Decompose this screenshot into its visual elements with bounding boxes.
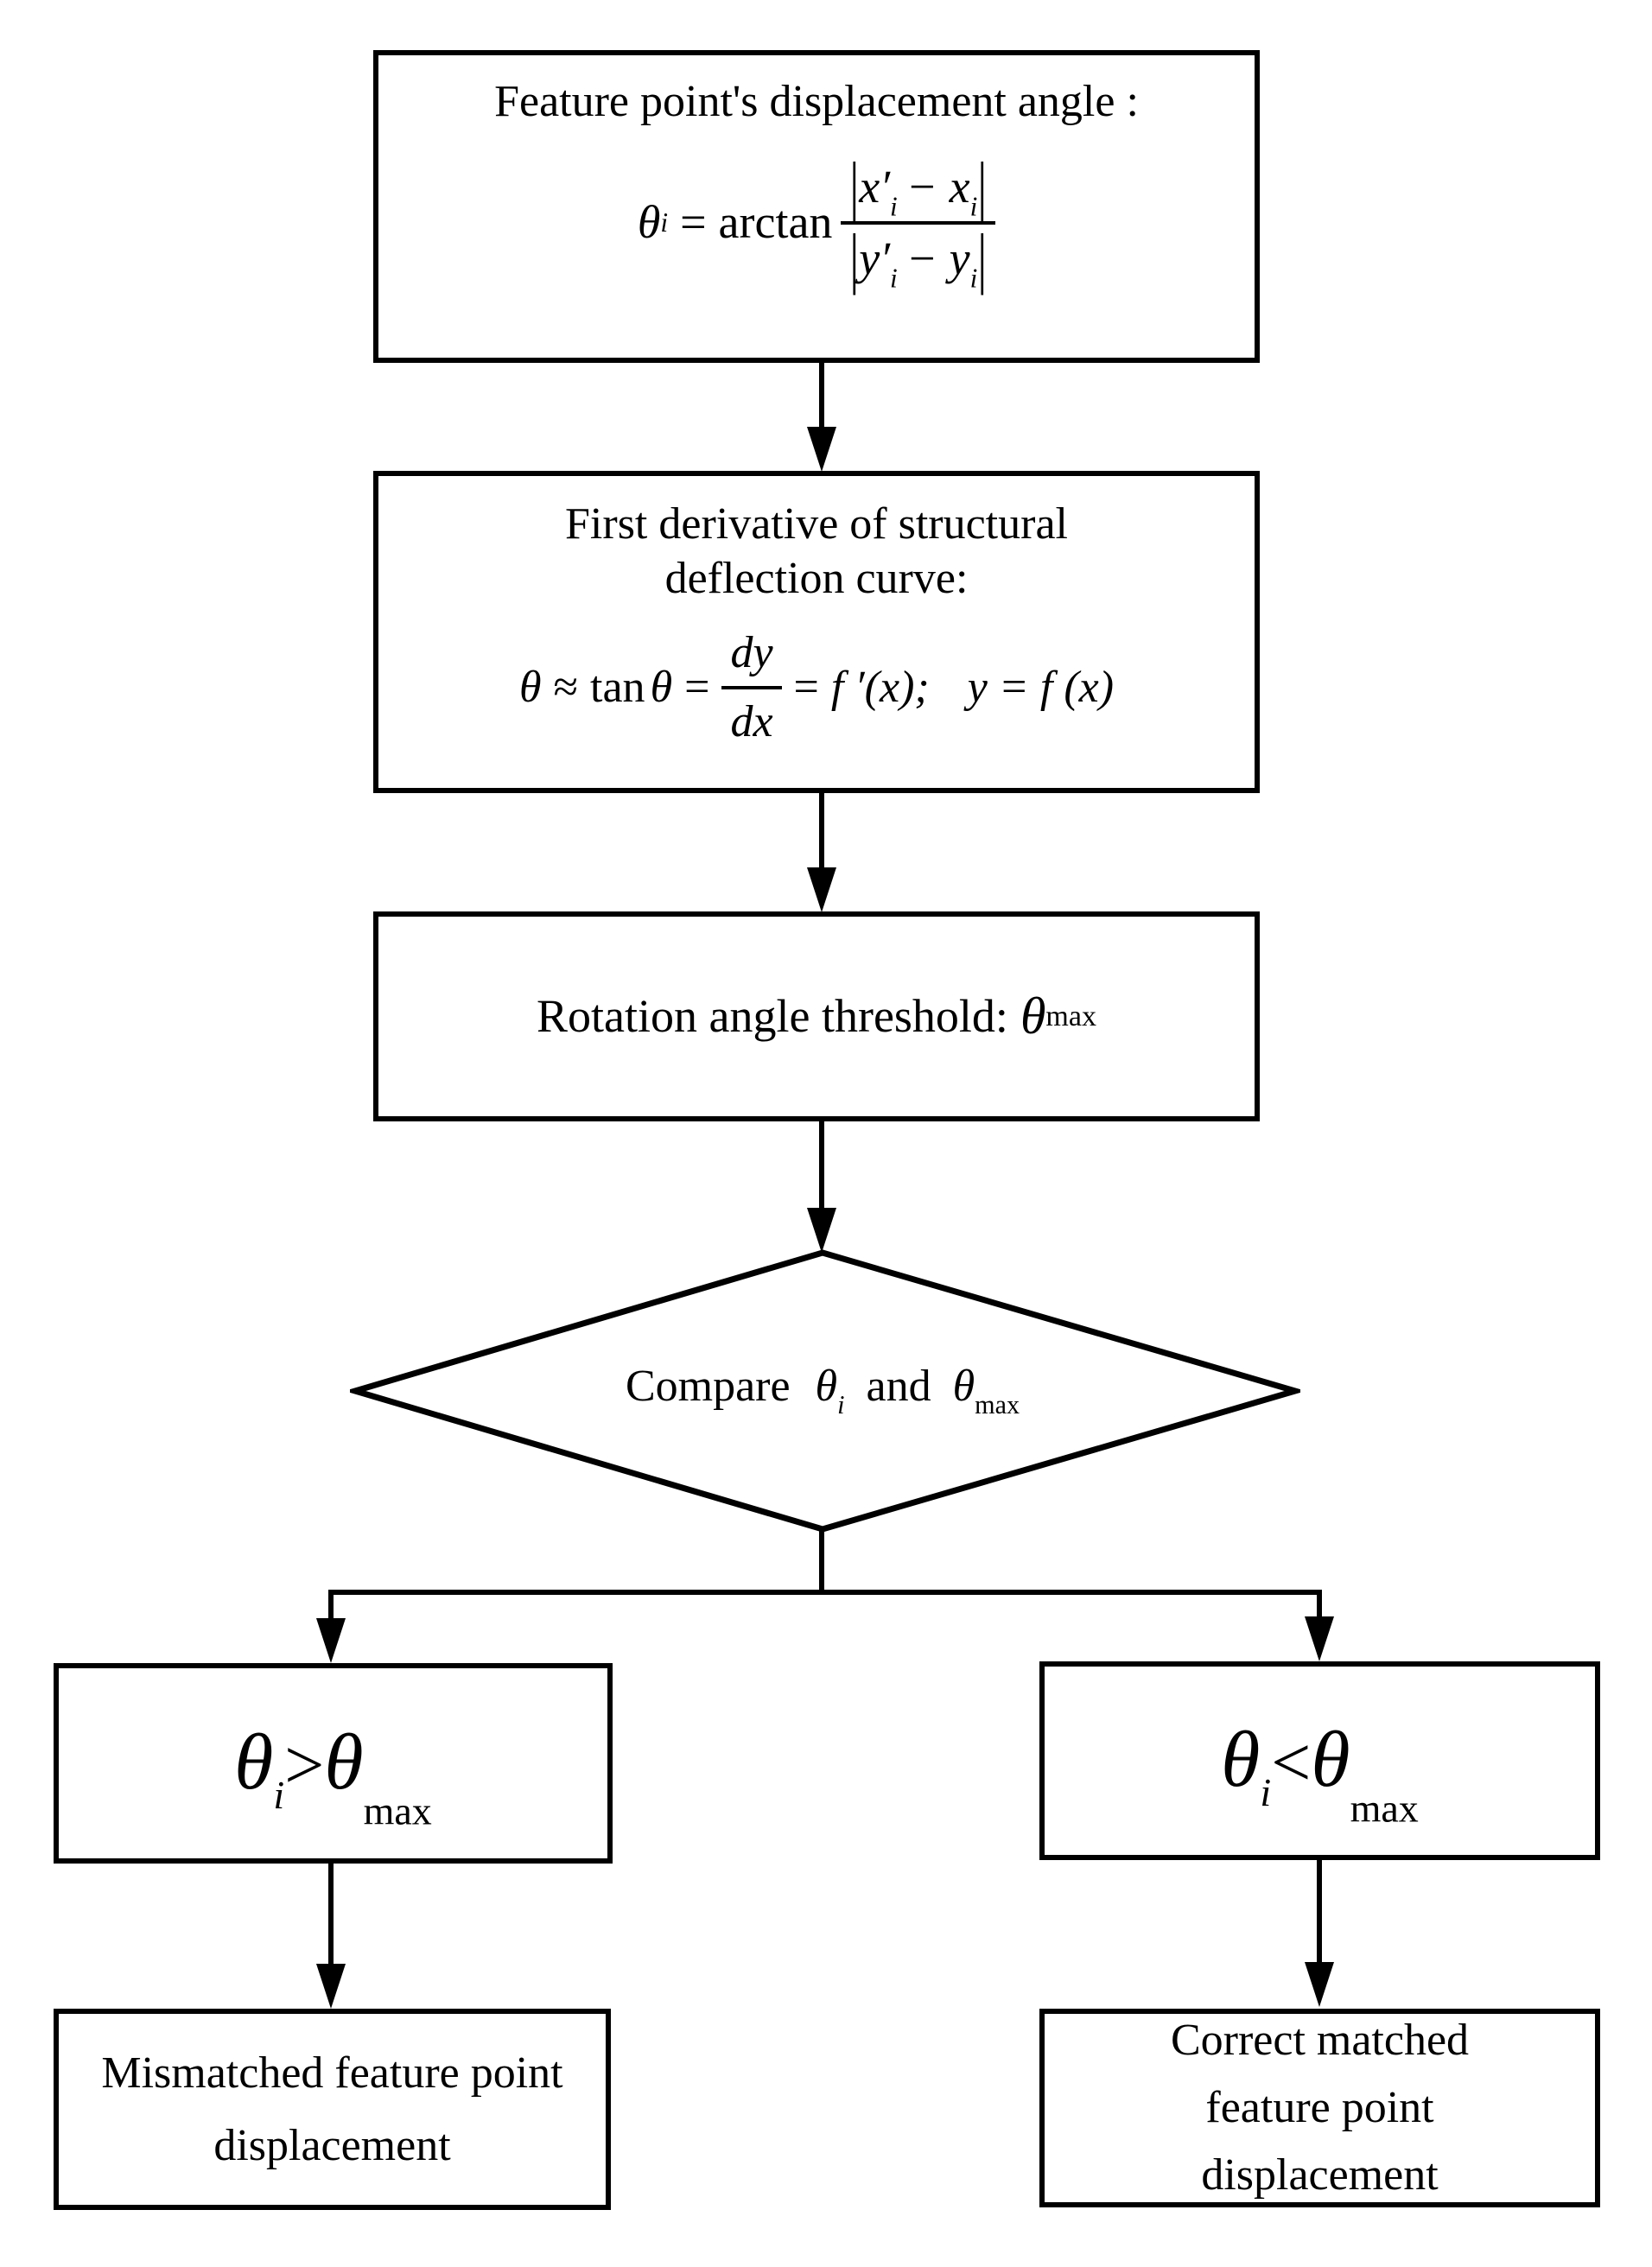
- subscript-max: max: [1350, 1786, 1419, 1831]
- dy-dx-fraction: dy dx: [721, 625, 782, 750]
- compare-text: Compare: [625, 1362, 791, 1411]
- x-prime: x′: [859, 161, 891, 213]
- subscript-i: i: [969, 192, 978, 223]
- abs-bar: |: [977, 220, 988, 296]
- box-mismatched: Mismatched feature point displacement: [54, 2009, 611, 2210]
- approx-sign: ≈: [553, 662, 579, 712]
- abs-bar: |: [849, 149, 860, 225]
- box-derivative: First derivative of structural deflectio…: [373, 471, 1260, 793]
- theta-symbol: θ: [324, 1717, 364, 1806]
- theta-symbol: θ: [1020, 987, 1046, 1045]
- arrow-right-result-head: [1305, 1962, 1334, 2007]
- abs-bar: |: [977, 149, 988, 225]
- f-prime-x: f ′(x);: [830, 662, 930, 712]
- minus-x: − x: [905, 161, 970, 213]
- box-theta-less: θi<θmax: [1039, 1661, 1600, 1860]
- equals-sign: =: [793, 662, 819, 712]
- fraction-numerator: |x′i− xi|: [841, 149, 996, 225]
- y-prime: y′: [859, 232, 891, 284]
- abs-bar: |: [849, 220, 860, 296]
- condition-expression: θi>θmax: [234, 1716, 432, 1831]
- greater-than-sign: >: [284, 1724, 325, 1804]
- theta-symbol: θ: [1221, 1714, 1261, 1803]
- box-correct-matched: Correct matched feature point displaceme…: [1039, 2009, 1600, 2207]
- arrow-left-result-stem: [328, 1864, 334, 1967]
- fraction-denominator: dx: [730, 696, 773, 746]
- arrow-branch-right-head: [1305, 1616, 1334, 1661]
- less-than-sign: <: [1271, 1722, 1312, 1801]
- subscript-i: i: [837, 1390, 845, 1420]
- arrow-box2-box3-stem: [819, 793, 824, 871]
- theta-symbol: θ: [650, 662, 673, 712]
- theta-symbol: θ: [518, 662, 542, 712]
- connector-decision-down: [819, 1528, 824, 1594]
- connector-branch-horizontal: [328, 1590, 1322, 1595]
- result-right-label: Correct matched feature point displaceme…: [1170, 2016, 1470, 2200]
- subscript-i: i: [890, 192, 898, 223]
- arrow-right-result-stem: [1317, 1860, 1322, 1965]
- y-equals-f-x: y = f (x): [967, 662, 1115, 712]
- box2-title-line2: deflection curve:: [664, 554, 969, 604]
- and-text: and: [866, 1362, 931, 1411]
- box1-title: Feature point's displacement angle :: [494, 77, 1139, 126]
- theta-symbol: θ: [952, 1362, 975, 1411]
- arrow-box1-box2-stem: [819, 363, 824, 430]
- arrow-left-result-head: [316, 1964, 346, 2009]
- arrow-box3-decision-stem: [819, 1121, 824, 1211]
- tan-function: tan: [590, 662, 645, 712]
- fraction: |x′i− xi| |y′i− yi|: [841, 149, 996, 295]
- subscript-i: i: [969, 263, 978, 294]
- condition-expression: θi<θmax: [1221, 1713, 1419, 1828]
- box2-title-line1: First derivative of structural: [565, 499, 1068, 549]
- subscript-max: max: [363, 1788, 432, 1833]
- arrow-branch-left-stem: [328, 1590, 334, 1621]
- arrow-box3-decision-head: [807, 1208, 836, 1253]
- fraction-denominator: |y′i− yi|: [841, 220, 995, 295]
- box2-formula: θ ≈ tan θ = dy dx = f ′(x); y = f (x): [519, 625, 1114, 750]
- arrow-box2-box3-head: [807, 867, 836, 912]
- theta-symbol: θ: [1311, 1714, 1350, 1803]
- theta-symbol: θ: [815, 1362, 838, 1411]
- box-theta-greater: θi>θmax: [54, 1663, 613, 1864]
- decision-label: Compare θi and θmax: [391, 1361, 1255, 1418]
- arrow-box1-box2-head: [807, 427, 836, 472]
- subscript-i: i: [273, 1772, 285, 1817]
- equals-sign: =: [680, 196, 707, 249]
- theta-symbol: θ: [637, 196, 661, 249]
- minus-y: − y: [905, 232, 970, 284]
- theta-symbol: θ: [234, 1717, 274, 1806]
- arrow-branch-left-head: [316, 1618, 346, 1663]
- subscript-max: max: [975, 1390, 1020, 1420]
- arctan-function: arctan: [718, 196, 833, 249]
- fraction-numerator: dy: [721, 625, 782, 689]
- threshold-label: Rotation angle threshold:: [537, 990, 1008, 1043]
- subscript-i: i: [1260, 1769, 1272, 1814]
- result-left-label: Mismatched feature point displacement: [101, 2048, 563, 2170]
- equals-sign: =: [684, 662, 710, 712]
- subscript-i: i: [890, 263, 898, 294]
- arrow-branch-right-stem: [1317, 1590, 1322, 1619]
